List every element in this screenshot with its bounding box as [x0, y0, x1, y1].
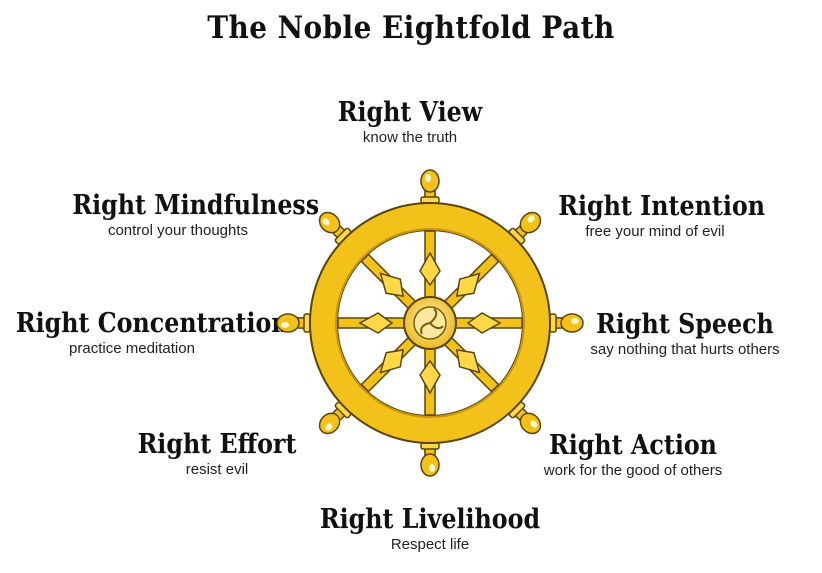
diagram-title: The Noble Eightfold Path — [207, 10, 615, 46]
path-heading: Right Effort — [137, 429, 297, 460]
path-right-mindfulness: Right Mindfulness control your thoughts — [58, 190, 320, 240]
path-right-concentration: Right Concentration practice meditation — [0, 308, 289, 358]
path-right-view: Right View know the truth — [310, 97, 510, 147]
path-heading: Right Concentration — [15, 308, 289, 339]
wheel-spoke — [360, 253, 418, 311]
path-heading: Right View — [337, 97, 483, 128]
path-description: resist evil — [185, 461, 249, 478]
path-right-speech: Right Speech say nothing that hurts othe… — [555, 309, 815, 359]
wheel-spoke — [419, 346, 441, 416]
path-right-intention: Right Intention free your mind of evil — [545, 191, 765, 241]
path-heading: Right Speech — [596, 309, 774, 340]
path-right-action: Right Action work for the good of others — [508, 430, 758, 480]
path-heading: Right Intention — [558, 191, 765, 222]
path-description: practice meditation — [69, 340, 195, 357]
path-heading: Right Livelihood — [319, 504, 541, 535]
triple-swirl-icon — [420, 308, 444, 335]
path-heading: Right Action — [549, 430, 717, 461]
wheel-rim — [311, 204, 549, 442]
path-heading: Right Mindfulness — [72, 190, 320, 221]
path-right-effort: Right Effort resist evil — [122, 429, 312, 479]
path-description: say nothing that hurts others — [590, 341, 780, 358]
path-description: work for the good of others — [543, 462, 723, 479]
path-right-livelihood: Right Livelihood Respect life — [300, 504, 560, 554]
wheel-rim-inner-line — [335, 228, 525, 418]
dharma-wheel-icon — [276, 169, 584, 477]
path-description: free your mind of evil — [585, 223, 725, 240]
path-description: control your thoughts — [107, 222, 249, 239]
path-description: Respect life — [390, 536, 470, 553]
wheel-spoke — [419, 230, 441, 300]
path-description: know the truth — [362, 129, 458, 146]
